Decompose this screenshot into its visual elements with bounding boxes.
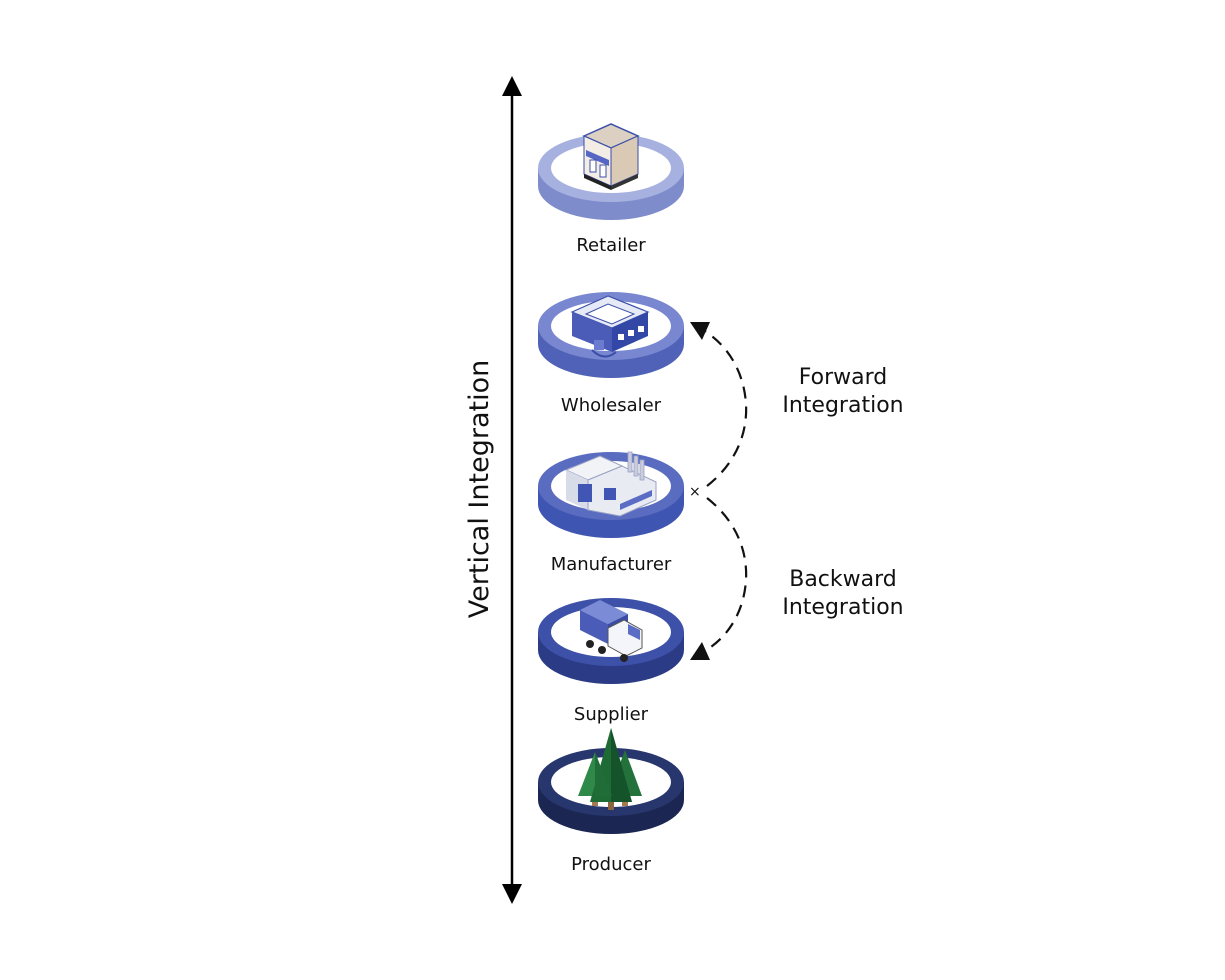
stage-producer: Producer bbox=[538, 728, 684, 875]
forward-label-line1: Forward bbox=[799, 365, 887, 390]
store-icon bbox=[582, 123, 640, 190]
backward-arrowhead-icon bbox=[690, 642, 710, 660]
forward-arrowhead-icon bbox=[690, 322, 710, 340]
stage-label-wholesaler: Wholesaler bbox=[561, 395, 662, 416]
stage-wholesaler: Wholesaler bbox=[538, 292, 684, 416]
junction-mark: × bbox=[689, 484, 701, 500]
axis-arrow-up-icon bbox=[502, 76, 522, 96]
stage-label-producer: Producer bbox=[571, 854, 651, 875]
forward-integration-arrow bbox=[690, 322, 748, 487]
backward-label-line1: Backward bbox=[789, 567, 897, 592]
warehouse-icon bbox=[570, 295, 650, 358]
stage-label-manufacturer: Manufacturer bbox=[551, 554, 672, 575]
axis-arrow-down-icon bbox=[502, 884, 522, 904]
stage-supplier: Supplier bbox=[538, 598, 684, 725]
stage-label-retailer: Retailer bbox=[576, 235, 646, 256]
backward-integration-arrow bbox=[690, 497, 748, 660]
forward-label-line2: Integration bbox=[782, 393, 903, 418]
stage-manufacturer: Manufacturer bbox=[538, 451, 684, 575]
tree-icon bbox=[578, 728, 642, 810]
vertical-axis bbox=[502, 76, 522, 904]
backward-label-line2: Integration bbox=[782, 595, 903, 620]
stage-retailer: Retailer bbox=[538, 123, 684, 256]
axis-label: Vertical Integration bbox=[464, 360, 495, 618]
truck-icon bbox=[580, 600, 643, 662]
stage-label-supplier: Supplier bbox=[574, 704, 649, 725]
factory-icon bbox=[564, 451, 657, 517]
